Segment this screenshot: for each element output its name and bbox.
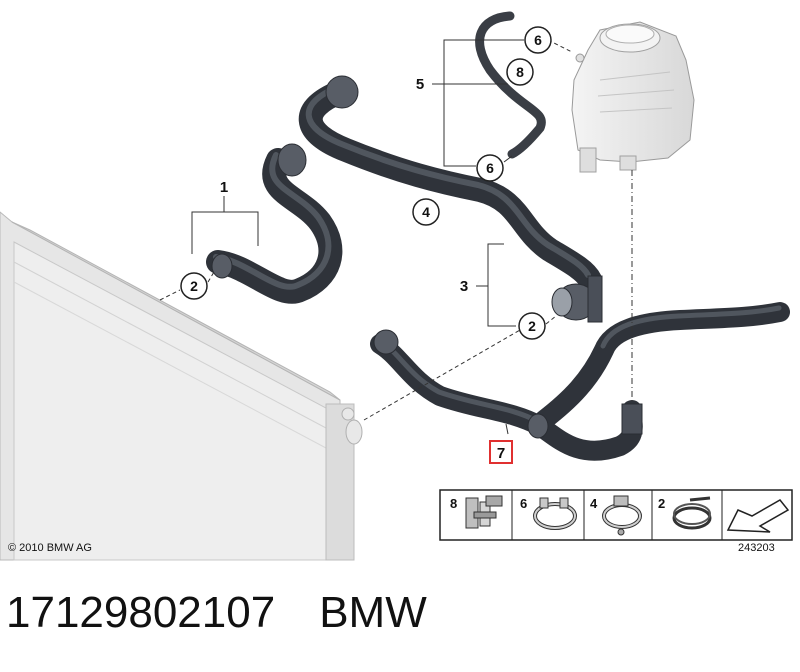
leader-lines xyxy=(159,39,633,435)
drawing-number: 243203 xyxy=(738,542,775,554)
callout-3: 3 xyxy=(460,278,468,295)
hose-7 xyxy=(370,302,790,461)
callout-8: 8 xyxy=(506,58,534,86)
callout-5: 5 xyxy=(416,76,424,93)
callout-2-left: 2 xyxy=(180,272,208,300)
legend-item-4: 4 xyxy=(590,495,642,536)
legend-num-6: 6 xyxy=(520,496,527,511)
retaining-clip-icon xyxy=(465,495,503,529)
hose-clamp-icon xyxy=(602,495,642,536)
direction-arrow-icon xyxy=(726,499,790,533)
spring-band-clamp-icon xyxy=(533,497,577,530)
callout-label-3: 3 xyxy=(460,278,468,295)
copyright-text: © 2010 BMW AG xyxy=(8,542,92,554)
brand-name: BMW xyxy=(319,588,427,637)
hose-8 xyxy=(475,11,546,159)
callout-label-2a: 2 xyxy=(190,278,198,294)
callout-label-8: 8 xyxy=(516,64,524,80)
callout-2-right: 2 xyxy=(518,312,546,340)
legend-num-4: 4 xyxy=(590,496,598,511)
callout-6-top: 6 xyxy=(524,26,552,54)
callout-label-7: 7 xyxy=(497,445,505,462)
parts-legend: 8 6 4 xyxy=(439,489,793,541)
legend-item-6: 6 xyxy=(520,496,577,530)
expansion-tank xyxy=(571,21,695,173)
legend-num-2: 2 xyxy=(658,496,665,511)
hose-4 xyxy=(298,75,602,292)
radiator xyxy=(0,211,363,561)
callout-label-4: 4 xyxy=(422,204,430,220)
callout-label-5: 5 xyxy=(416,76,424,93)
callout-7[interactable]: 7 xyxy=(489,440,513,464)
callout-label-6a: 6 xyxy=(534,32,542,48)
part-number: 17129802107 xyxy=(6,588,276,637)
callout-label-1: 1 xyxy=(220,179,228,196)
legend-item-8: 8 xyxy=(450,495,503,529)
callout-label-6b: 6 xyxy=(486,160,494,176)
hose-1 xyxy=(206,143,343,304)
wire-clamp-icon xyxy=(672,496,712,530)
callout-1: 1 xyxy=(220,179,228,196)
part-caption: 17129802107 BMW xyxy=(6,588,427,638)
legend-item-2: 2 xyxy=(658,496,712,530)
callout-label-2b: 2 xyxy=(528,318,536,334)
callout-4: 4 xyxy=(412,198,440,226)
legend-num-8: 8 xyxy=(450,496,457,511)
thermostat-connector xyxy=(551,275,603,323)
callout-6-bottom: 6 xyxy=(476,154,504,182)
